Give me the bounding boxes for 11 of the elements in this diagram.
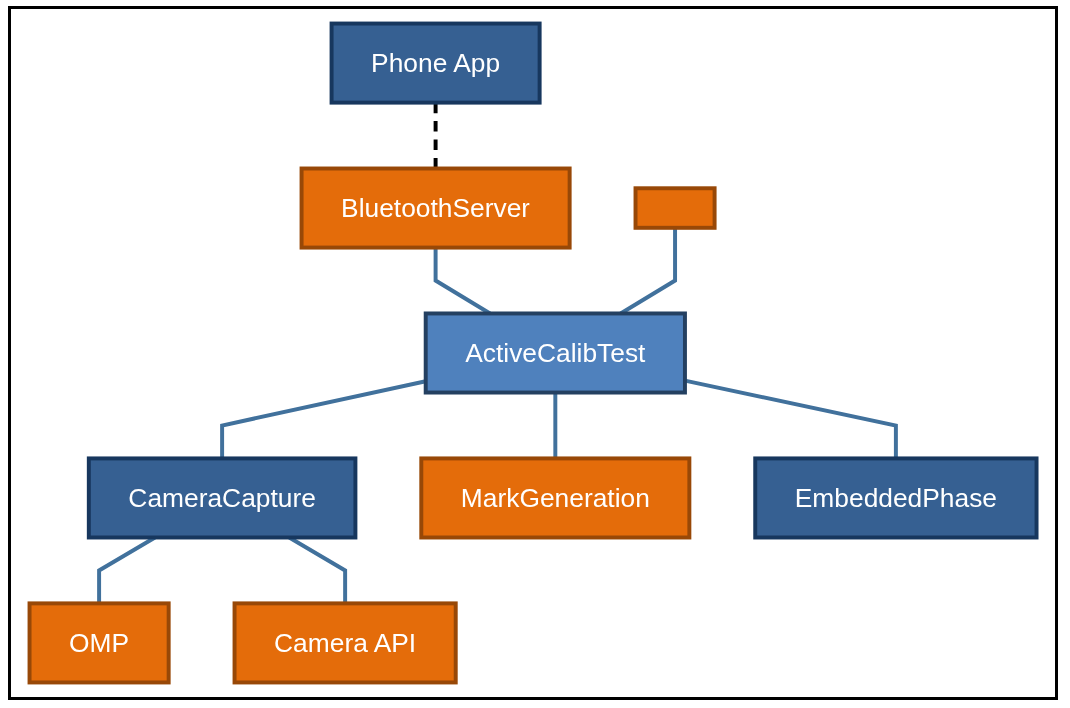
connector [433,102,438,169]
node-box: MarkGeneration [419,456,692,540]
node-box: OMP [27,601,171,685]
node-box: BluetoothServer [299,166,572,250]
node-box: CameraCapture [86,456,358,540]
node-box [633,186,717,230]
node-box: Camera API [232,601,458,685]
node-box: Phone App [329,21,542,105]
node-box: EmbeddedPhase [753,456,1039,540]
node-box: ActiveCalibTest [423,311,687,395]
connector [553,392,558,459]
